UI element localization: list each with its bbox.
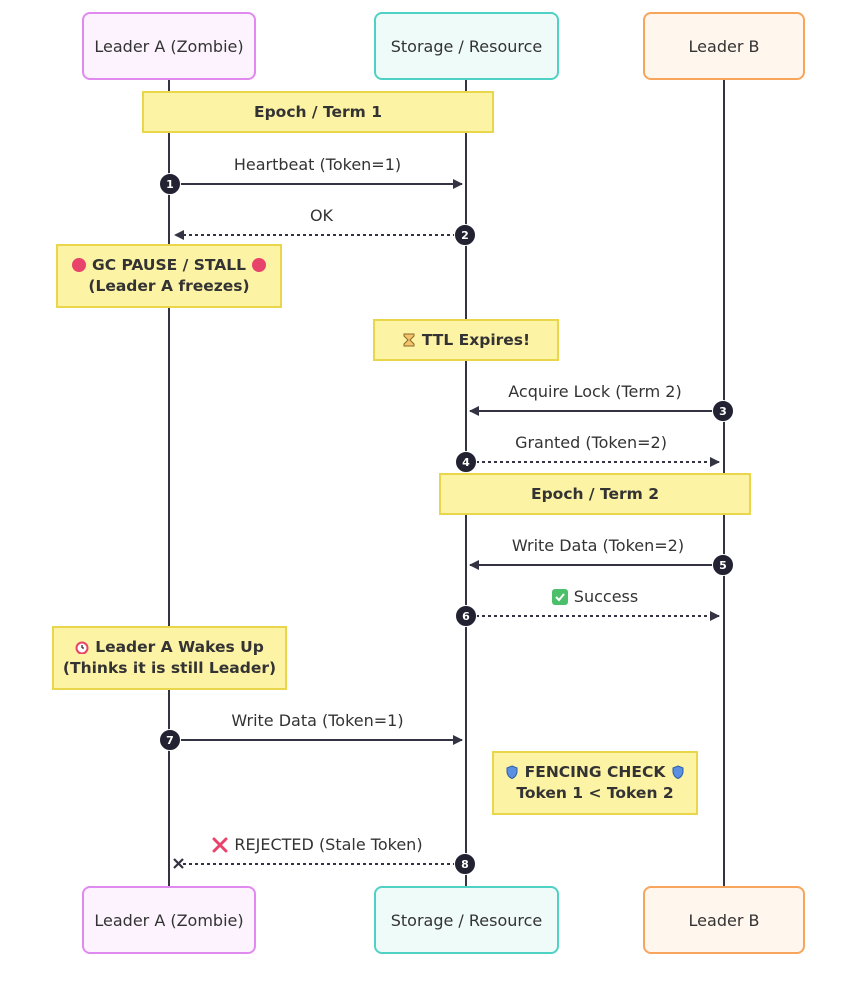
message-label-1: Heartbeat (Token=1) <box>233 155 402 174</box>
note-wakes-line2: (Thinks it is still Leader) <box>62 659 277 677</box>
message-label-8: REJECTED (Stale Token) <box>169 835 466 854</box>
stop-sign-icon <box>71 258 86 272</box>
message-label-6: Success <box>466 587 724 606</box>
check-mark-icon <box>551 589 568 605</box>
participant-leader-b-top: Leader B <box>643 12 805 80</box>
note-ttl-expires: TTL Expires! <box>373 319 559 361</box>
participant-leader-a-top: Leader A (Zombie) <box>82 12 256 80</box>
note-gc-pause-line1: GC PAUSE / STALL <box>71 255 267 276</box>
message-label-2: OK <box>309 206 334 225</box>
shield-icon <box>672 765 684 779</box>
note-fencing-line1: FENCING CHECK <box>505 762 686 783</box>
alarm-clock-icon <box>75 641 89 654</box>
participant-storage-bottom: Storage / Resource <box>374 886 559 954</box>
note-fencing-check: FENCING CHECK Token 1 < Token 2 <box>492 751 698 815</box>
note-epoch-term-2-text: Epoch / Term 2 <box>530 484 659 503</box>
note-fencing-line2: Token 1 < Token 2 <box>516 784 674 802</box>
participant-leader-a-bottom: Leader A (Zombie) <box>82 886 256 954</box>
message-label-4: Granted (Token=2) <box>515 433 667 452</box>
message-label-5: Write Data (Token=2) <box>511 536 685 555</box>
sequence-number-8: 8 <box>454 853 476 875</box>
hourglass-icon <box>403 333 415 346</box>
fencing-title: FENCING CHECK <box>524 763 666 781</box>
message-8-text: REJECTED (Stale Token) <box>234 835 423 854</box>
sequence-number-4: 4 <box>455 451 477 473</box>
participant-leader-b-bottom: Leader B <box>643 886 805 954</box>
sequence-number-2: 2 <box>454 224 476 246</box>
cross-mark-icon <box>212 837 228 853</box>
note-gc-pause: GC PAUSE / STALL (Leader A freezes) <box>56 244 282 308</box>
message-6-text: Success <box>573 587 639 606</box>
note-wakes-line1: Leader A Wakes Up <box>75 637 264 658</box>
ttl-text: TTL Expires! <box>421 330 531 349</box>
note-gc-pause-line2: (Leader A freezes) <box>88 277 250 295</box>
note-epoch-term-1-text: Epoch / Term 1 <box>253 102 382 121</box>
sequence-number-3: 3 <box>712 400 734 422</box>
wakes-title: Leader A Wakes Up <box>95 638 264 656</box>
message-label-7: Write Data (Token=1) <box>231 711 404 730</box>
cross-end-marker <box>173 858 184 869</box>
note-epoch-term-1: Epoch / Term 1 <box>142 91 494 133</box>
message-label-3: Acquire Lock (Term 2) <box>508 382 682 401</box>
note-epoch-term-2: Epoch / Term 2 <box>439 473 751 515</box>
note-leader-a-wakes: Leader A Wakes Up (Thinks it is still Le… <box>52 626 287 690</box>
sequence-number-6: 6 <box>455 605 477 627</box>
stop-sign-icon <box>252 258 267 272</box>
shield-icon <box>506 765 518 779</box>
gc-pause-title: GC PAUSE / STALL <box>91 256 247 274</box>
participant-storage-top: Storage / Resource <box>374 12 559 80</box>
sequence-number-5: 5 <box>712 554 734 576</box>
sequence-number-1: 1 <box>159 173 181 195</box>
sequence-number-7: 7 <box>159 729 181 751</box>
note-ttl-line: TTL Expires! <box>402 330 530 351</box>
